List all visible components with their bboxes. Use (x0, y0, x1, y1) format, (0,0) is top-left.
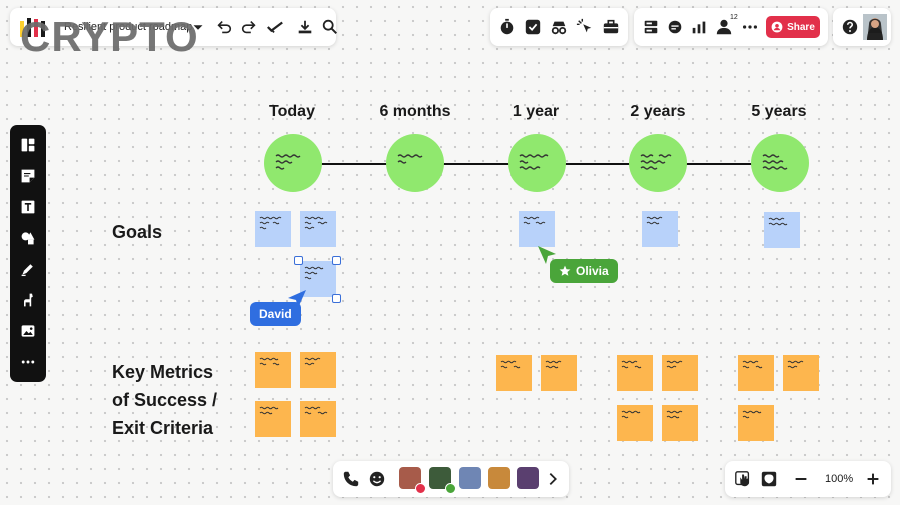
cursor-click-icon[interactable] (573, 15, 597, 39)
column-label-5-years: 5 years (751, 103, 807, 120)
checkbox-icon[interactable] (521, 15, 545, 39)
milestone-circle[interactable] (508, 134, 566, 192)
sticky-note-orange[interactable] (738, 405, 774, 441)
incognito-icon[interactable] (547, 15, 571, 39)
bottom-zoom-bar: 100% (725, 461, 891, 497)
chevron-right-icon[interactable] (541, 467, 565, 491)
participant-avatar[interactable] (399, 467, 421, 489)
miro-logo-icon[interactable] (20, 17, 46, 39)
timer-icon[interactable] (495, 15, 519, 39)
milestone-circle[interactable] (264, 134, 322, 192)
top-collab-bar: 12 Share (634, 8, 828, 46)
redo-icon[interactable] (237, 15, 261, 39)
sticky-note-blue[interactable] (300, 211, 336, 247)
sticky-note-icon[interactable] (16, 164, 40, 188)
image-icon[interactable] (16, 319, 40, 343)
sticky-note-orange[interactable] (255, 401, 291, 437)
user-icon[interactable] (712, 15, 736, 39)
row-label-metrics-3: Exit Criteria (112, 418, 214, 438)
column-label-6-months: 6 months (379, 103, 451, 120)
participant-status-badge (445, 483, 456, 494)
check-icon[interactable] (263, 15, 287, 39)
sticky-note-orange[interactable] (300, 401, 336, 437)
star-icon (559, 265, 571, 276)
column-label-1-year: 1 year (512, 103, 560, 120)
column-label-2-years: 2 years (630, 103, 686, 120)
board-menu-chevron-icon[interactable] (186, 15, 210, 39)
participant-avatar[interactable] (517, 467, 539, 489)
sticky-note-orange[interactable] (617, 355, 653, 391)
llama-icon[interactable] (16, 288, 40, 312)
sticky-note-orange[interactable] (617, 405, 653, 441)
david-cursor-icon (288, 290, 306, 308)
briefcase-icon[interactable] (599, 15, 623, 39)
column-label-today: Today (269, 103, 315, 120)
top-left-bar: Resilient product roadmap (10, 8, 338, 46)
undo-icon[interactable] (212, 15, 236, 39)
map-icon[interactable] (757, 467, 781, 491)
zoom-level[interactable]: 100% (825, 473, 854, 485)
participant-avatar[interactable] (459, 467, 481, 489)
olivia-cursor-icon (538, 246, 556, 264)
layout-icon[interactable] (16, 133, 40, 157)
olivia-label: Olivia (576, 264, 609, 278)
row-label-metrics-1: Key Metrics (112, 362, 214, 382)
user-count: 12 (730, 14, 738, 21)
hand-icon[interactable] (731, 467, 755, 491)
board-title[interactable]: Resilient product roadmap (64, 21, 193, 33)
sticky-note-blue[interactable] (642, 211, 678, 247)
sticky-note-blue-selected[interactable] (300, 261, 336, 297)
sticky-note-blue[interactable] (519, 211, 555, 247)
resize-handle[interactable] (294, 256, 303, 265)
share-button[interactable]: Share (766, 16, 820, 38)
top-tools-bar (490, 8, 628, 46)
comment-icon[interactable] (663, 15, 687, 39)
participant-avatar[interactable] (429, 467, 451, 489)
pen-icon[interactable] (16, 257, 40, 281)
sticky-note-blue[interactable] (255, 211, 291, 247)
help-icon[interactable] (838, 15, 862, 39)
sticky-note-orange[interactable] (496, 355, 532, 391)
participant-status-badge (415, 483, 426, 494)
board-list-icon[interactable] (639, 15, 663, 39)
milestone-circle[interactable] (751, 134, 809, 192)
resize-handle[interactable] (332, 294, 341, 303)
milestone-circle[interactable] (629, 134, 687, 192)
sticky-note-orange[interactable] (738, 355, 774, 391)
participant-avatar[interactable] (488, 467, 510, 489)
sticky-note-blue[interactable] (764, 212, 800, 248)
sticky-note-orange[interactable] (783, 355, 819, 391)
sticky-note-orange[interactable] (662, 405, 698, 441)
chart-icon[interactable] (687, 15, 711, 39)
left-toolbar (10, 125, 46, 382)
share-user-icon (771, 21, 783, 33)
search-icon[interactable] (318, 15, 342, 39)
sticky-note-orange[interactable] (300, 352, 336, 388)
cursor-tag-david: David (250, 302, 301, 326)
milestone-circle[interactable] (386, 134, 444, 192)
text-icon[interactable] (16, 195, 40, 219)
shapes-icon[interactable] (16, 226, 40, 250)
plus-icon[interactable] (861, 467, 885, 491)
resize-handle[interactable] (332, 256, 341, 265)
share-label: Share (787, 21, 815, 33)
download-icon[interactable] (293, 15, 317, 39)
sticky-note-orange[interactable] (662, 355, 698, 391)
more-options-icon[interactable] (738, 15, 762, 39)
phone-icon[interactable] (339, 467, 363, 491)
row-label-metrics-2: of Success / (112, 390, 218, 410)
more-icon[interactable] (16, 350, 40, 374)
smiley-icon[interactable] (365, 467, 389, 491)
sticky-note-orange[interactable] (541, 355, 577, 391)
sticky-note-orange[interactable] (255, 352, 291, 388)
cursor-tag-olivia: Olivia (550, 259, 618, 283)
top-help-bar (833, 8, 891, 46)
bottom-collab-bar (333, 461, 569, 497)
minus-icon[interactable] (789, 467, 813, 491)
row-label-goals: Goals (112, 222, 163, 242)
user-avatar[interactable] (863, 14, 887, 40)
